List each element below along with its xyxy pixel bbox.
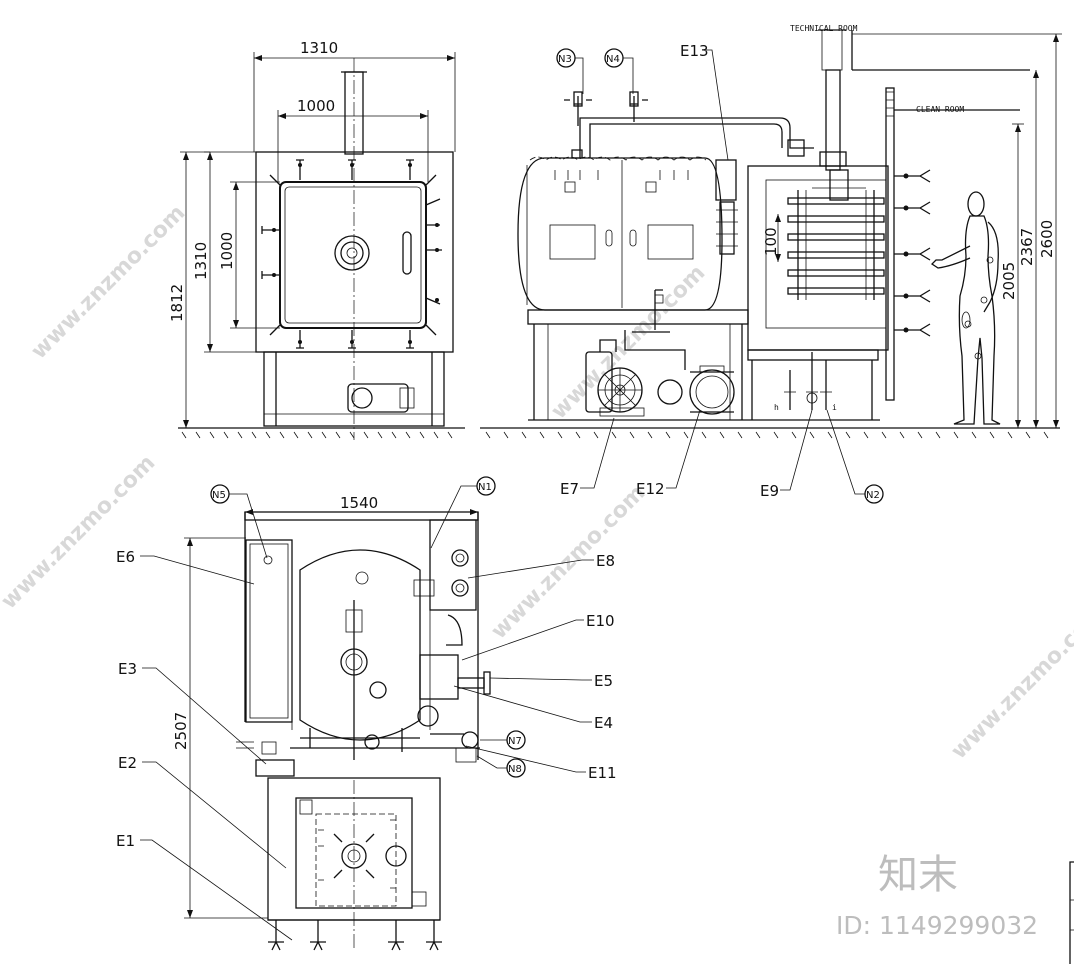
label-e13: E13 xyxy=(680,42,709,60)
label-e9: E9 xyxy=(760,482,779,500)
label-e1: E1 xyxy=(116,832,135,850)
dim-side-2005: 2005 xyxy=(1000,262,1018,300)
technical-room-label: TECHNICAL ROOM xyxy=(790,24,858,33)
dim-plan-depth: 2507 xyxy=(172,712,190,750)
label-e5: E5 xyxy=(594,672,613,690)
watermark-site-1: www.znzmo.com xyxy=(27,200,191,364)
valve-letter-i: i xyxy=(832,403,837,412)
dim-front-width-inner: 1000 xyxy=(297,97,335,115)
nozzle-n4: N4 xyxy=(606,54,620,65)
vacuum-pump-e7 xyxy=(585,339,645,417)
watermark-brand: 知末 xyxy=(878,852,958,898)
label-e6: E6 xyxy=(116,548,135,566)
watermark-site-2: www.znzmo.com xyxy=(547,260,711,424)
dim-front-height-inner: 1000 xyxy=(218,232,236,270)
label-e10: E10 xyxy=(586,612,615,630)
nozzle-n5: N5 xyxy=(212,490,226,501)
nozzle-n2: N2 xyxy=(866,490,880,501)
plan-view: 1540 2507 xyxy=(172,494,491,951)
dim-side-100: 100 xyxy=(762,227,780,256)
watermark-id: ID: 1149299032 xyxy=(836,911,1038,940)
watermark-site-5: www.znzmo.com xyxy=(947,600,1074,764)
nozzle-n1: N1 xyxy=(478,482,492,493)
nozzle-n3: N3 xyxy=(558,54,572,65)
valve-letter-h: h xyxy=(774,403,779,412)
dim-front-width-outer: 1310 xyxy=(300,39,338,57)
door-clamps xyxy=(261,159,442,349)
dim-side-2367: 2367 xyxy=(1018,228,1036,266)
ground-lines xyxy=(178,427,1060,439)
label-e7: E7 xyxy=(560,480,579,498)
tank-e12 xyxy=(657,365,735,415)
label-e8: E8 xyxy=(596,552,615,570)
label-e2: E2 xyxy=(118,754,137,772)
front-view: 1310 1000 1000 1310 1812 xyxy=(168,39,456,440)
human-figure xyxy=(930,191,1001,425)
callouts: N3 N4 E13 E7 E12 E9 N2 N5 N1 E6 E8 E10 E… xyxy=(116,42,884,941)
title-block-fragment xyxy=(1069,861,1074,964)
label-e4: E4 xyxy=(594,714,613,732)
side-door-clamps xyxy=(894,169,931,337)
nozzle-n7: N7 xyxy=(508,736,522,747)
dim-front-height-outer: 1310 xyxy=(192,242,210,280)
dim-plan-width: 1540 xyxy=(340,494,378,512)
shelves xyxy=(787,190,885,300)
dim-side-2600: 2600 xyxy=(1038,220,1056,258)
watermark-site-3: www.znzmo.com xyxy=(0,450,160,614)
nozzle-n8: N8 xyxy=(508,764,522,775)
label-e3: E3 xyxy=(118,660,137,678)
label-e11: E11 xyxy=(588,764,617,782)
side-view: TECHNICAL ROOM CLEAN ROOM h i xyxy=(517,24,1062,428)
watermark-layer: www.znzmo.com www.znzmo.com www.znzmo.co… xyxy=(0,200,1074,940)
clean-room-label: CLEAN ROOM xyxy=(916,105,964,114)
dim-front-total-height: 1812 xyxy=(168,284,186,322)
label-e12: E12 xyxy=(636,480,665,498)
